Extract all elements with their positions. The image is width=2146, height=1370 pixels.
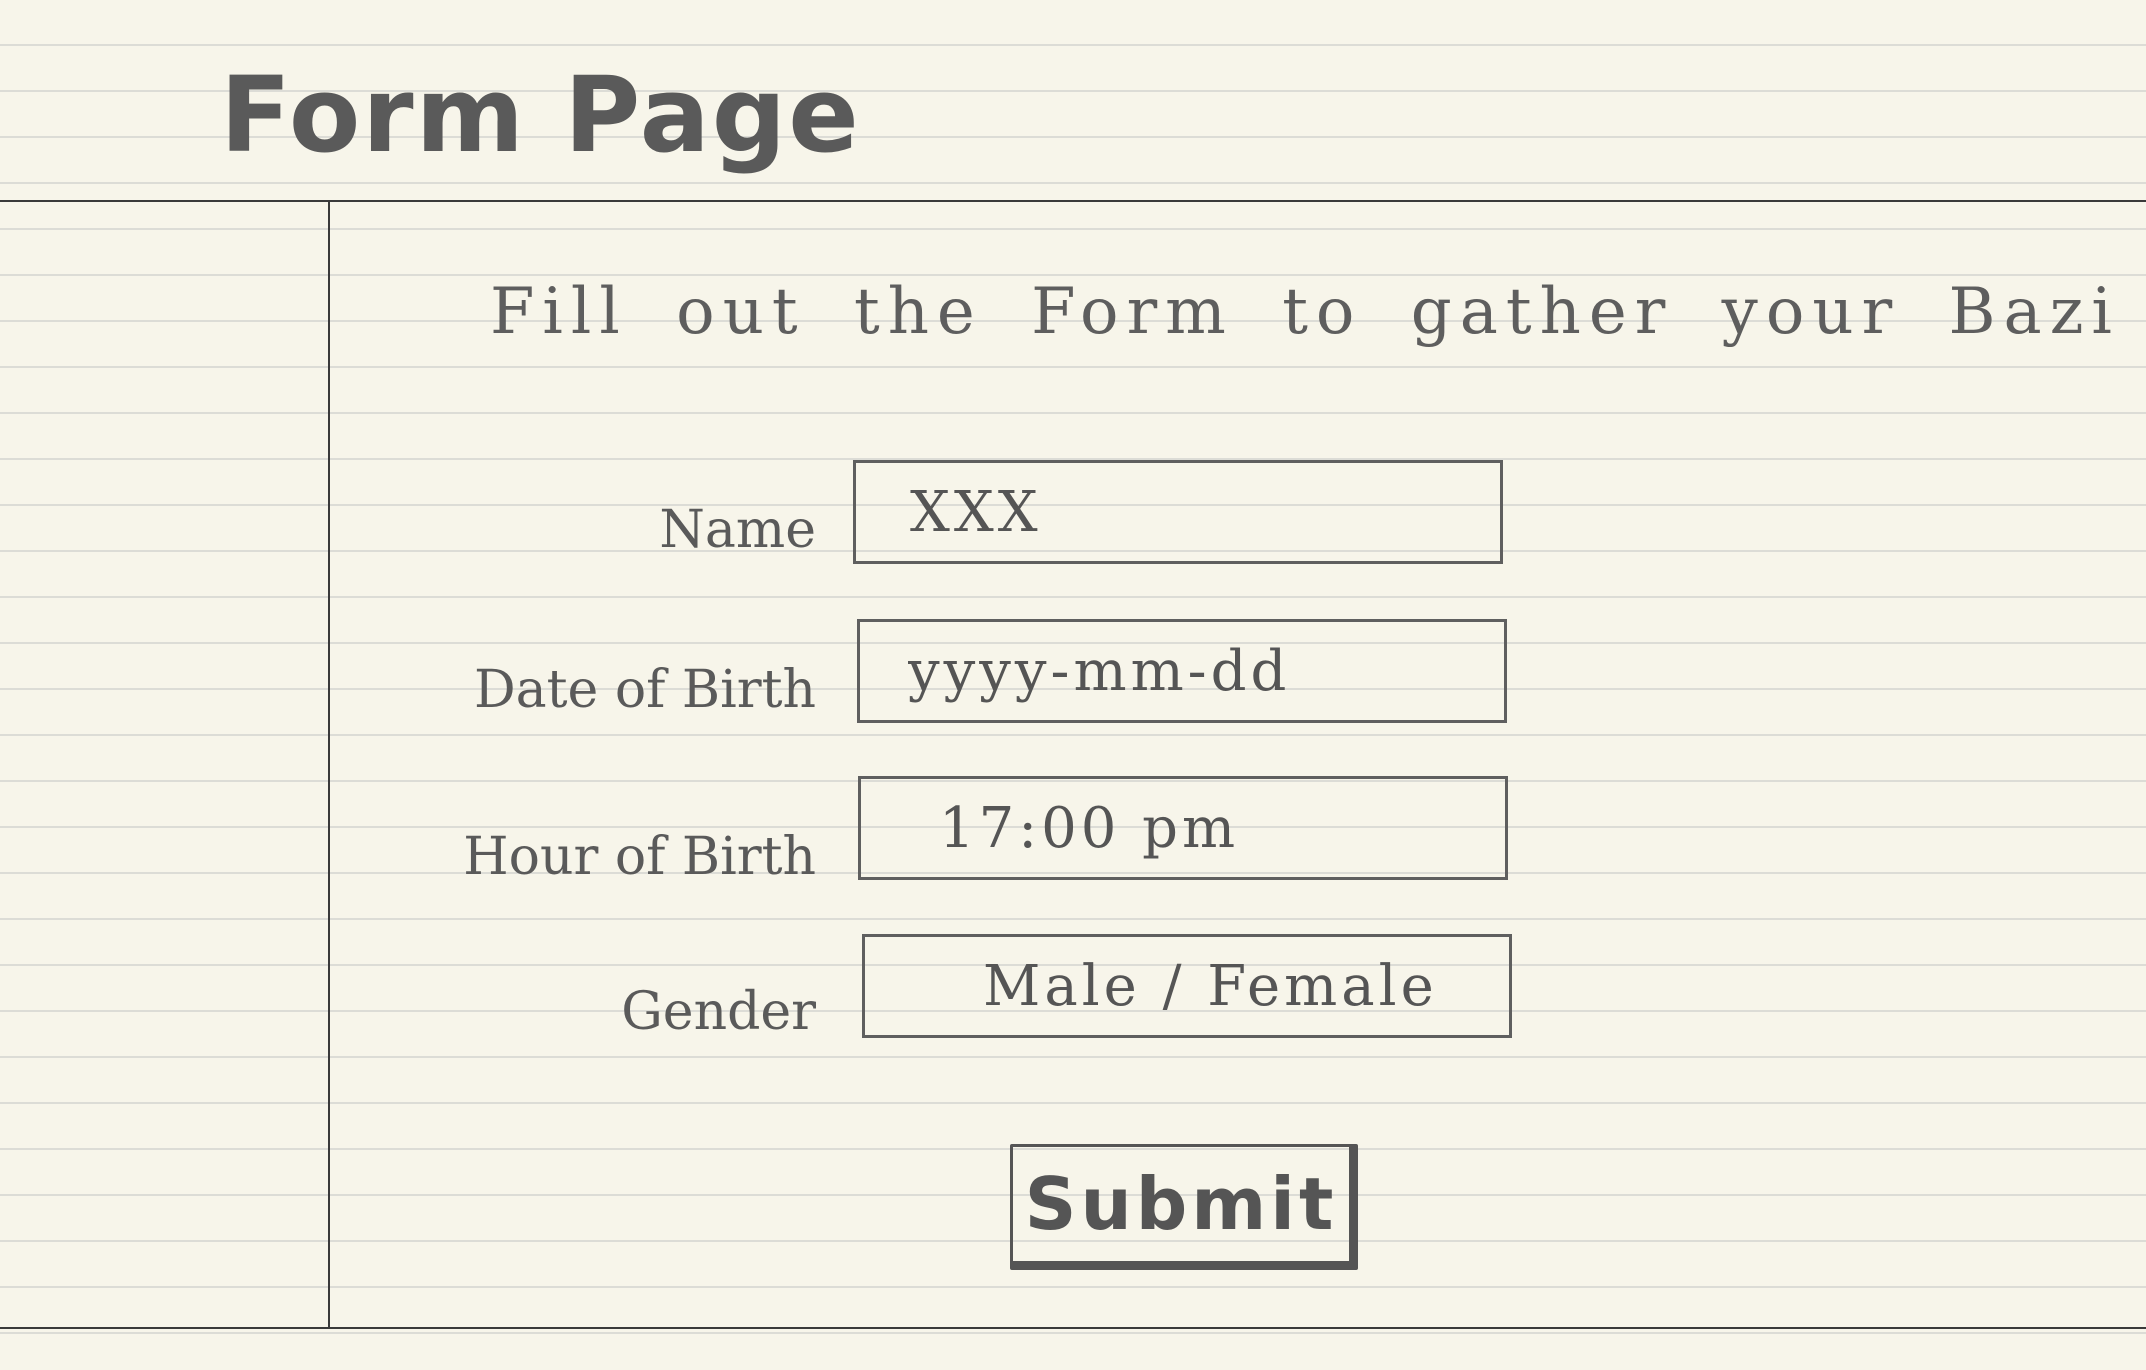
form-instruction: Fill out the Form to gather your Bazi [490,275,2120,349]
name-input[interactable] [853,460,1503,564]
sidebar-divider [328,201,330,1329]
submit-button[interactable]: Submit [1010,1144,1358,1270]
page-title: Form Page [220,54,861,176]
gender-label: Gender [621,982,816,1042]
gender-input[interactable] [862,934,1512,1038]
hour-of-birth-label: Hour of Birth [463,827,816,887]
name-label: Name [659,500,816,560]
date-of-birth-input[interactable] [857,619,1507,723]
date-of-birth-label: Date of Birth [473,660,816,720]
header-divider [0,200,2146,202]
footer-divider [0,1327,2146,1329]
hour-of-birth-input[interactable] [858,776,1508,880]
